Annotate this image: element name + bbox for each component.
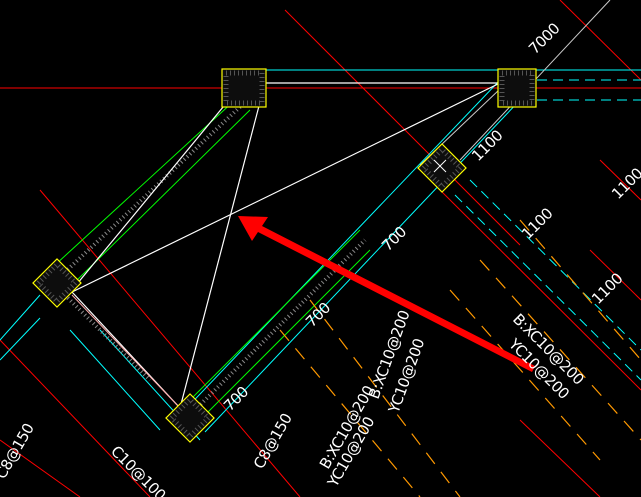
- column-top-right: [497, 68, 537, 108]
- column-top-left: [221, 68, 267, 108]
- pointer-arrow-icon: [238, 216, 535, 372]
- orange-dashed-lines: [279, 219, 641, 497]
- pink-edge: [71, 294, 181, 409]
- column-bottom: [165, 393, 215, 443]
- green-beam-lines: [54, 99, 371, 421]
- column-left: [32, 258, 82, 308]
- cross-marker-icon: [433, 159, 447, 173]
- white-outline: [71, 82, 501, 409]
- column-boxes: [32, 68, 537, 443]
